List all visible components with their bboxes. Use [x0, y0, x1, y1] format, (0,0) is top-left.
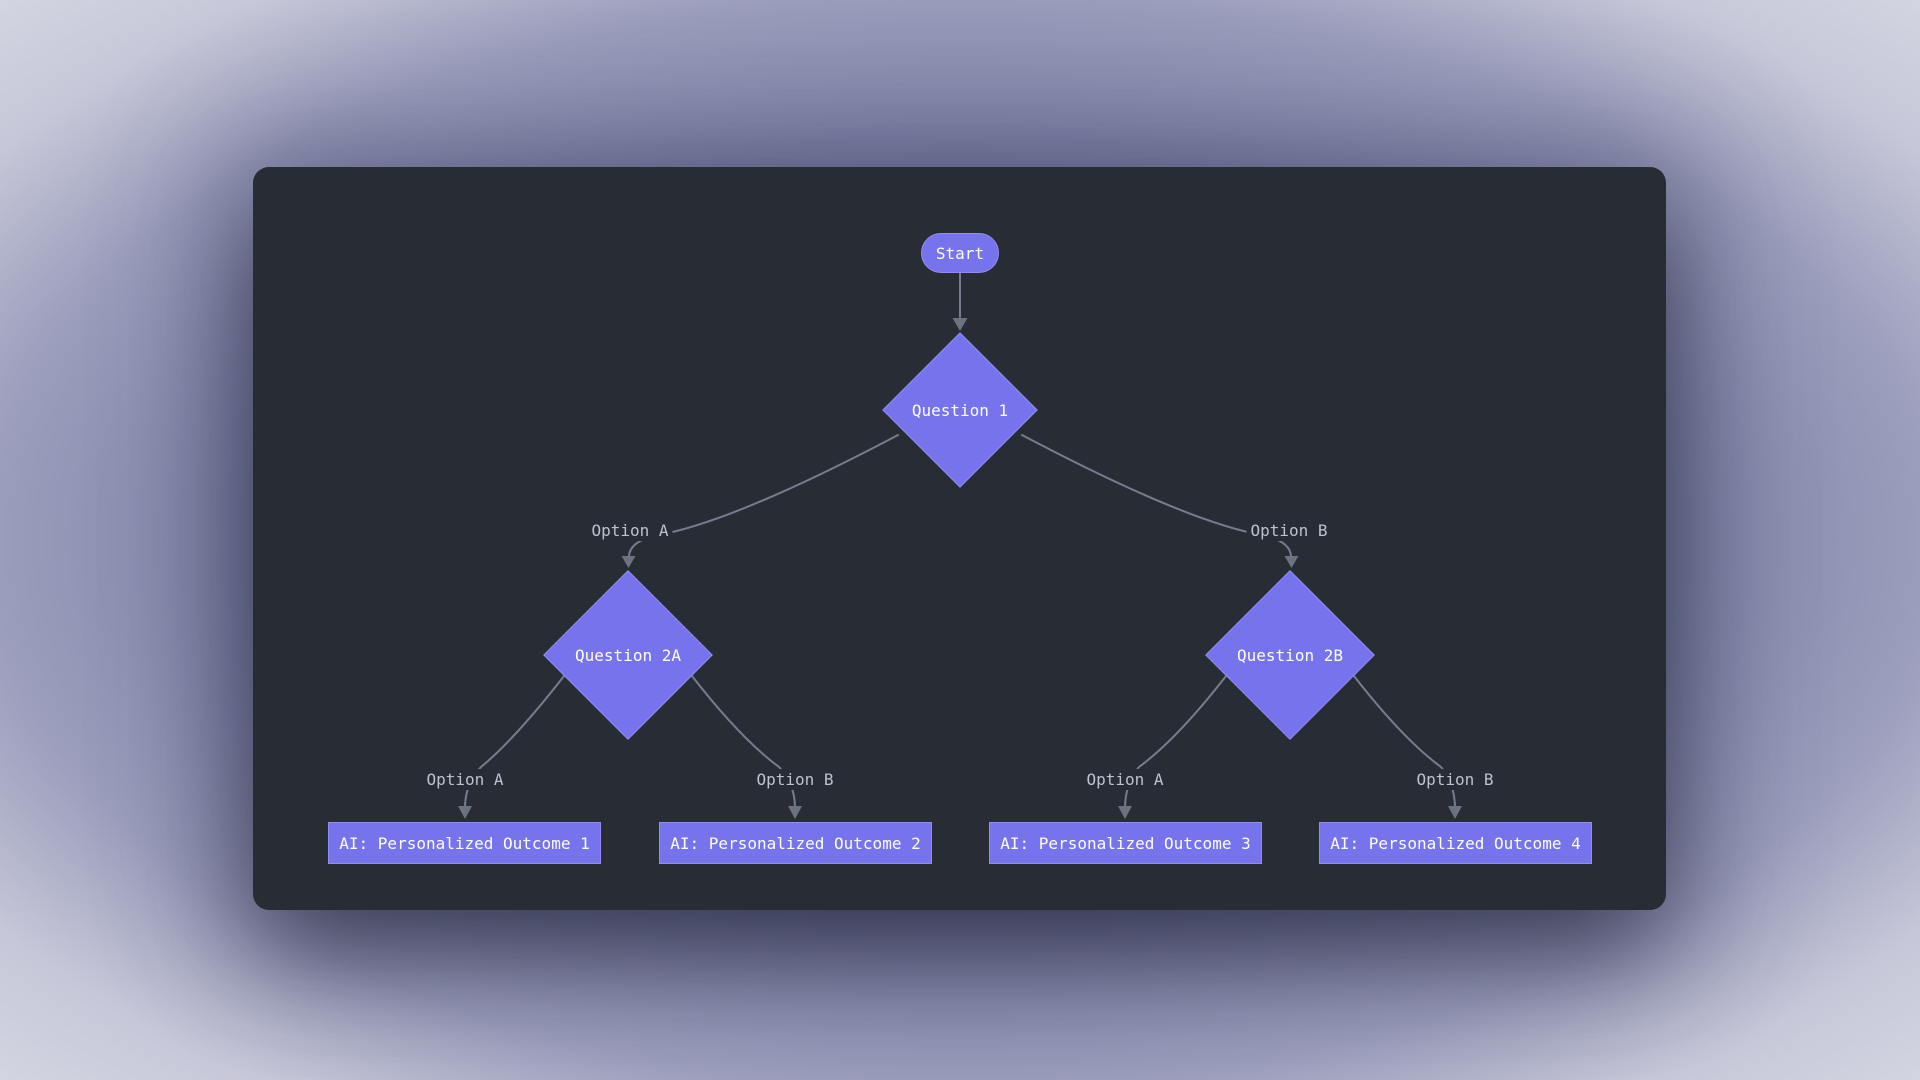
- arrowhead-outcome2: [788, 806, 802, 819]
- node-question-1: Question 1: [882, 332, 1038, 488]
- node-question-1-label: Question 1: [911, 400, 1009, 420]
- edge-label-question2a-outcome1: Option A: [422, 769, 508, 790]
- node-start-label: Start: [935, 243, 985, 263]
- edge-label-question1-question2b: Option B: [1246, 520, 1332, 541]
- edge-label-question1-question2a: Option A: [587, 520, 673, 541]
- arrowhead-question1: [952, 318, 968, 331]
- node-outcome-4-label: AI: Personalized Outcome 4: [1330, 833, 1581, 853]
- arrowhead-outcome3: [1118, 806, 1132, 819]
- node-outcome-2: AI: Personalized Outcome 2: [659, 822, 932, 864]
- arrowhead-outcome1: [458, 806, 472, 819]
- edge-label-question2b-outcome3: Option A: [1082, 769, 1168, 790]
- edge-label-question2b-outcome4: Option B: [1412, 769, 1498, 790]
- node-question-2b-label: Question 2B: [1237, 645, 1343, 665]
- arrowhead-question2a: [621, 556, 636, 568]
- edge-question1-question2a: [628, 434, 899, 557]
- node-outcome-2-label: AI: Personalized Outcome 2: [670, 833, 921, 853]
- node-question-2b: Question 2B: [1205, 570, 1375, 740]
- node-outcome-4: AI: Personalized Outcome 4: [1319, 822, 1592, 864]
- arrowhead-outcome4: [1448, 806, 1462, 819]
- node-outcome-1-label: AI: Personalized Outcome 1: [339, 833, 590, 853]
- node-outcome-3-label: AI: Personalized Outcome 3: [1000, 833, 1251, 853]
- edge-label-question2a-outcome2: Option B: [752, 769, 838, 790]
- edge-question1-question2b: [1021, 434, 1292, 557]
- node-question-2a-label: Question 2A: [575, 645, 681, 665]
- diagram-card: Option A Option B Option A Option B Opti…: [253, 167, 1666, 910]
- node-outcome-1: AI: Personalized Outcome 1: [328, 822, 601, 864]
- node-start: Start: [921, 233, 999, 273]
- edges-layer: [458, 272, 1462, 819]
- node-question-2a: Question 2A: [543, 570, 713, 740]
- node-outcome-3: AI: Personalized Outcome 3: [989, 822, 1262, 864]
- arrowhead-question2b: [1284, 556, 1299, 568]
